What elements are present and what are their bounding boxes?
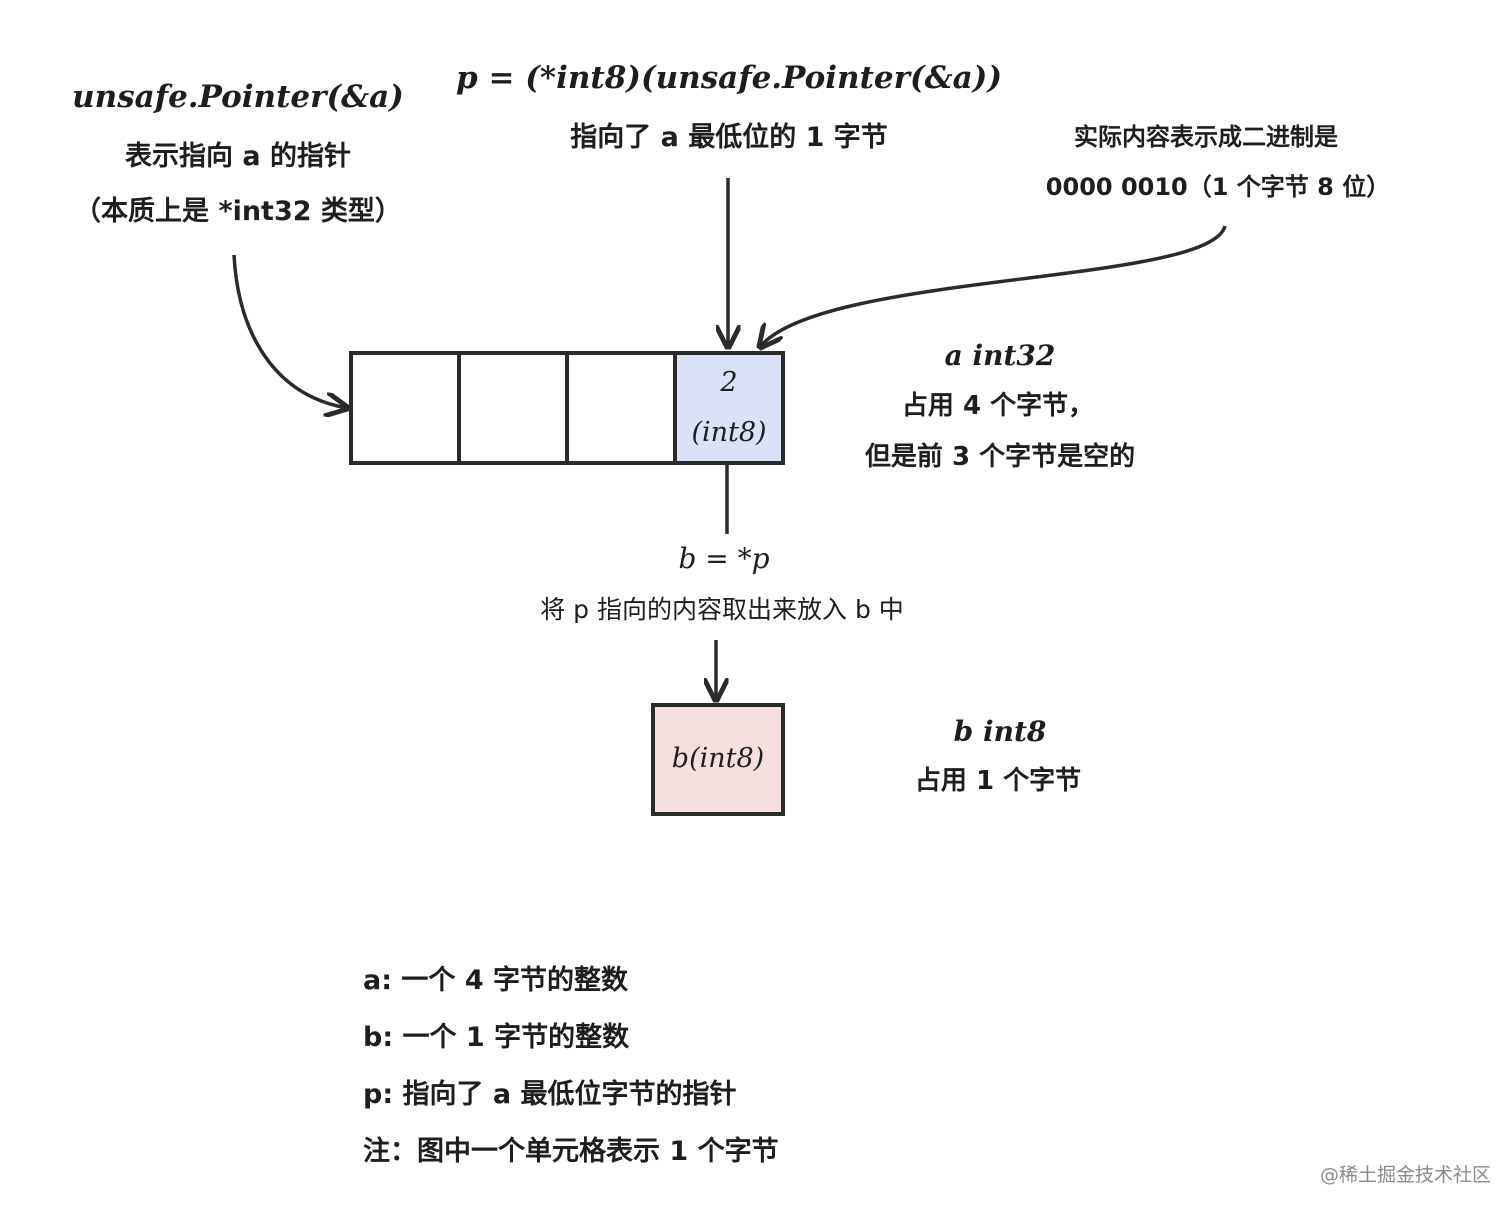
a-type-title: a int32 <box>944 339 1056 372</box>
arrow-unsafe-pointer <box>232 254 347 408</box>
a-low-byte-type: (int8) <box>691 417 767 448</box>
a-empty-bytes-desc: 但是前 3 个字节是空的 <box>864 442 1136 472</box>
arrow-binary <box>760 225 1227 347</box>
unsafe-pointer-code: unsafe.Pointer(&a) <box>72 79 404 115</box>
a-low-byte-value: 2 <box>720 367 738 398</box>
a-cell-byte-4: 2 (int8) <box>673 351 785 465</box>
note-p: p: 指向了 a 最低位字节的指针 <box>363 1079 737 1110</box>
watermark: @稀土掘金技术社区 <box>1320 1164 1492 1186</box>
a-size-desc: 占用 4 个字节， <box>901 391 1095 421</box>
b-cell: b(int8) <box>651 703 785 816</box>
a-cell-byte-3 <box>565 351 677 465</box>
a-cell-byte-2 <box>457 351 569 465</box>
unsafe-pointer-type-note: （本质上是 *int32 类型） <box>74 196 402 227</box>
p-assign-desc: 指向了 a 最低位的 1 字节 <box>570 122 888 153</box>
p-assign-code: p = (*int8)(unsafe.Pointer(&a)) <box>455 60 1003 96</box>
unsafe-pointer-desc: 表示指向 a 的指针 <box>124 141 352 172</box>
note-cell-unit: 注：图中一个单元格表示 1 个字节 <box>363 1136 779 1167</box>
b-cell-label: b(int8) <box>671 743 765 774</box>
note-b: b: 一个 1 字节的整数 <box>363 1022 630 1053</box>
b-size-desc: 占用 1 个字节 <box>914 766 1082 796</box>
binary-desc: 实际内容表示成二进制是 <box>1074 123 1338 151</box>
b-assign-code: b = *p <box>678 542 770 575</box>
a-cell-byte-1 <box>349 351 461 465</box>
note-a: a: 一个 4 字节的整数 <box>363 965 629 996</box>
b-assign-desc: 将 p 指向的内容取出来放入 b 中 <box>540 595 904 624</box>
b-type-title: b int8 <box>953 715 1047 748</box>
binary-value: 0000 0010（1 个字节 8 位） <box>1045 173 1391 201</box>
